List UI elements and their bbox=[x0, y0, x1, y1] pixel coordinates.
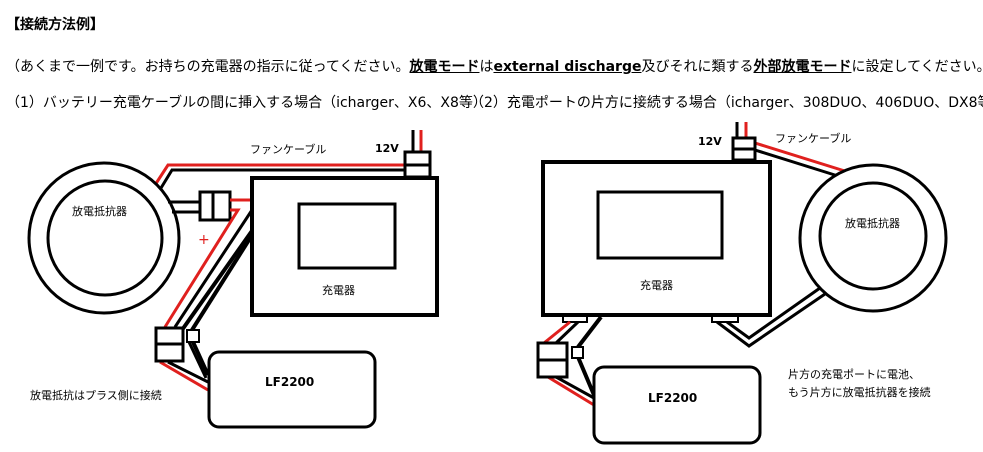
resistor-label: 放電抵抗器 bbox=[72, 204, 127, 218]
diagram2 bbox=[536, 122, 948, 445]
diagram2-heading: （2）充電ポートの片方に接続する場合（icharger、308DUO、406DU… bbox=[470, 95, 983, 111]
charger-screen bbox=[596, 190, 724, 260]
discharge-resistor-inner bbox=[46, 179, 164, 297]
resistor-label: 放電抵抗器 bbox=[845, 216, 900, 230]
charger-label: 充電器 bbox=[640, 278, 673, 292]
charger-screen bbox=[297, 202, 397, 270]
resistor-connector bbox=[198, 190, 232, 222]
charger-label: 充電器 bbox=[322, 283, 355, 297]
note-underline-3: 外部放電モード bbox=[753, 59, 852, 75]
voltage-label: 12V bbox=[375, 142, 399, 155]
caption-line-2: もう片方に放電抵抗器を接続 bbox=[788, 385, 931, 399]
diagram1 bbox=[27, 130, 439, 429]
fan-cable-label: ファンケーブル bbox=[250, 142, 326, 156]
balance-connector bbox=[186, 329, 200, 343]
note-underline-1: 放電モード bbox=[409, 59, 480, 75]
charger-box bbox=[541, 160, 772, 317]
battery-box bbox=[207, 350, 377, 429]
charge-port-2 bbox=[711, 315, 739, 323]
fan-cable-black bbox=[159, 168, 405, 189]
balance-connector bbox=[571, 346, 584, 359]
battery-label: LF2200 bbox=[648, 391, 697, 405]
battery-label: LF2200 bbox=[265, 375, 314, 389]
caption-line-1: 片方の充電ポートに電池、 bbox=[788, 367, 920, 381]
discharge-resistor-outer bbox=[27, 161, 181, 315]
note-underline-2: external discharge bbox=[493, 59, 642, 75]
fan-cable-red bbox=[153, 163, 405, 186]
battery-box bbox=[592, 365, 762, 445]
positive-lead bbox=[163, 208, 241, 328]
charge-port-1 bbox=[562, 315, 588, 323]
voltage-label: 12V bbox=[698, 135, 722, 148]
note-suffix: に設定してください。） bbox=[851, 59, 983, 75]
fan-cable-label: ファンケーブル bbox=[775, 131, 851, 145]
diagram1-heading: （1）バッテリー充電ケーブルの間に挿入する場合（icharger、X6、X8等） bbox=[6, 95, 487, 111]
caption: 放電抵抗はプラス側に接続 bbox=[30, 388, 162, 402]
note-mid-2: 及びそれに類する bbox=[641, 59, 754, 75]
fan-cable-black bbox=[754, 148, 839, 178]
fan-cable-red bbox=[754, 141, 849, 174]
instruction-note: （あくまで一例です。お持ちの充電器の指示に従ってください。放電モードはexter… bbox=[6, 56, 983, 76]
discharge-resistor-inner bbox=[818, 181, 928, 291]
note-mid-1: は bbox=[479, 59, 494, 75]
page-title: 【接続方法例】 bbox=[6, 17, 104, 33]
plus-sign: + bbox=[198, 232, 210, 248]
note-prefix: （あくまで一例です。お持ちの充電器の指示に従ってください。 bbox=[6, 59, 410, 75]
charger-box bbox=[250, 176, 439, 317]
